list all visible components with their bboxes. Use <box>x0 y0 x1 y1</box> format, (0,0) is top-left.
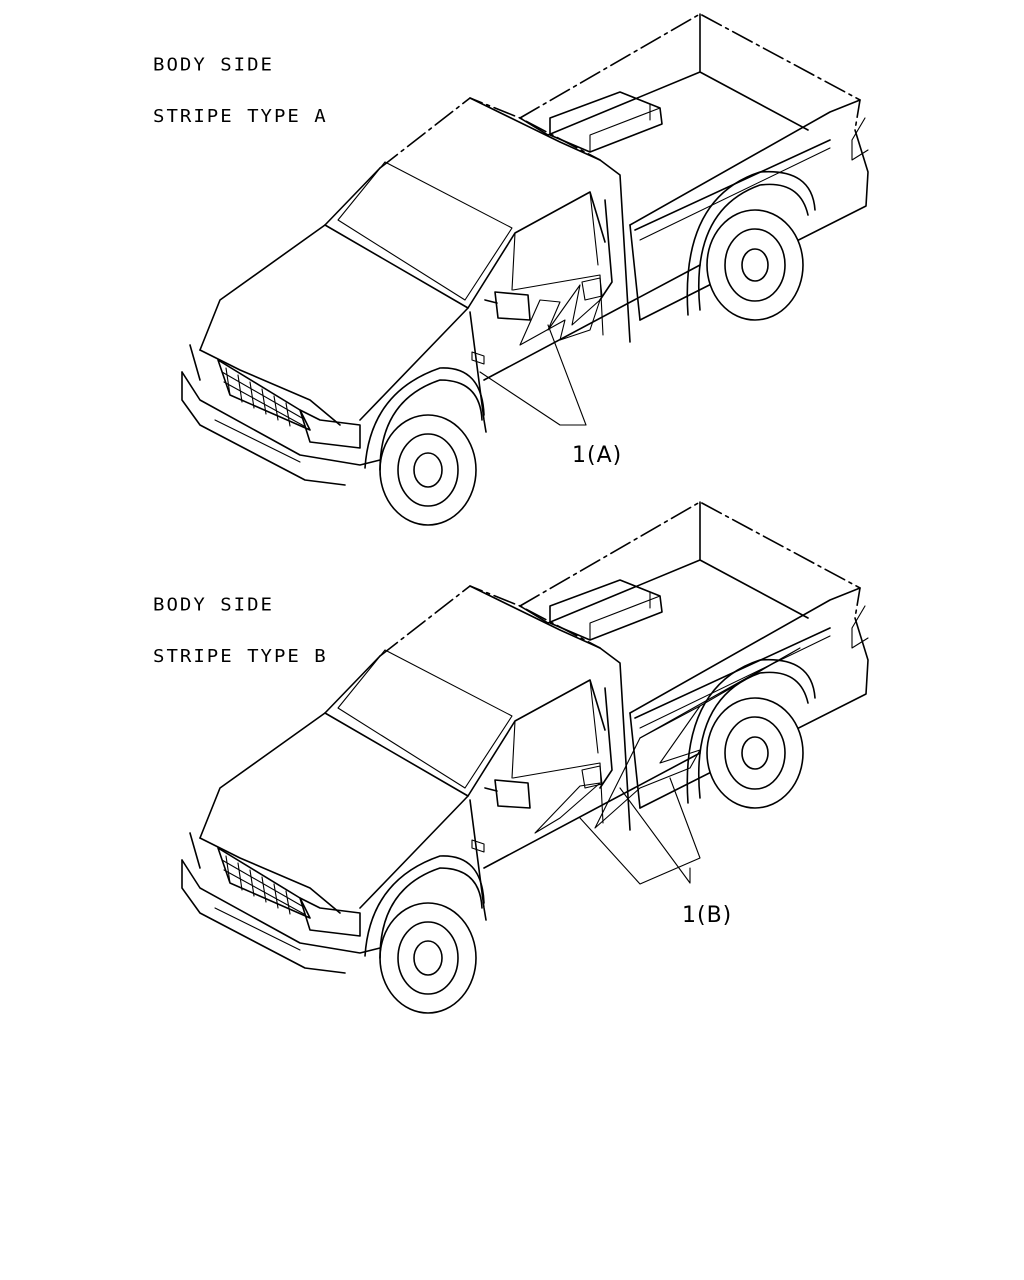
diagram-a-caption-line2: STRIPE TYPE A <box>153 105 328 127</box>
diagram-b-caption: BODY SIDE STRIPE TYPE B <box>153 562 328 682</box>
diagram-a-caption: BODY SIDE STRIPE TYPE A <box>153 22 328 142</box>
pickup-truck-stripe-a-illustration <box>181 13 869 526</box>
diagram-b-callout: 1(B) <box>682 903 733 928</box>
diagram-b-caption-line1: BODY SIDE <box>153 594 274 616</box>
diagram-a-callout: 1(A) <box>572 443 623 468</box>
diagram-a-caption-line1: BODY SIDE <box>153 54 274 76</box>
diagram-b-caption-line2: STRIPE TYPE B <box>153 645 328 667</box>
